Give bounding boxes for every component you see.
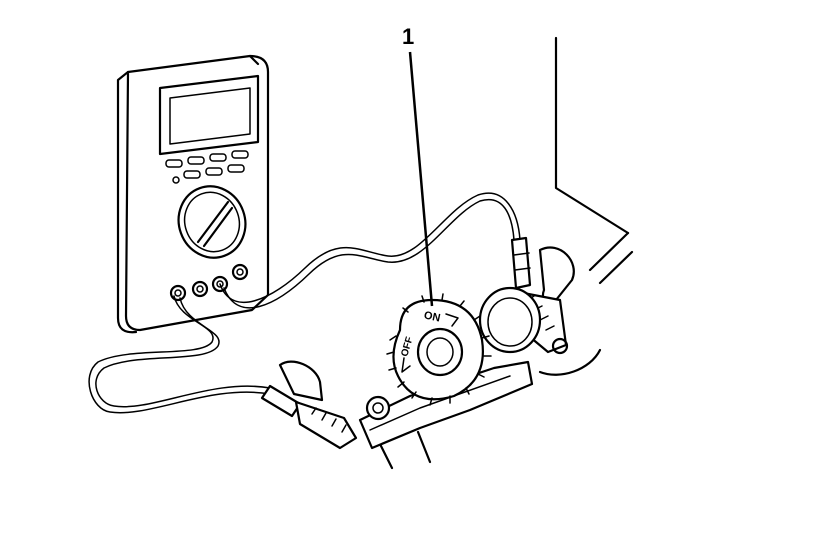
machine-body-outline	[554, 36, 634, 285]
valve-on-label: ON	[423, 309, 442, 324]
alligator-clip-icon	[260, 360, 358, 450]
callout: 1	[402, 24, 434, 307]
callout-leader-line	[408, 51, 434, 307]
fuel-valve-icon: ON OFF	[358, 286, 602, 470]
callout-number: 1	[402, 24, 414, 49]
test-lead-icon	[88, 192, 521, 414]
multimeter-icon	[116, 54, 270, 334]
valve-off-label: OFF	[399, 336, 415, 358]
